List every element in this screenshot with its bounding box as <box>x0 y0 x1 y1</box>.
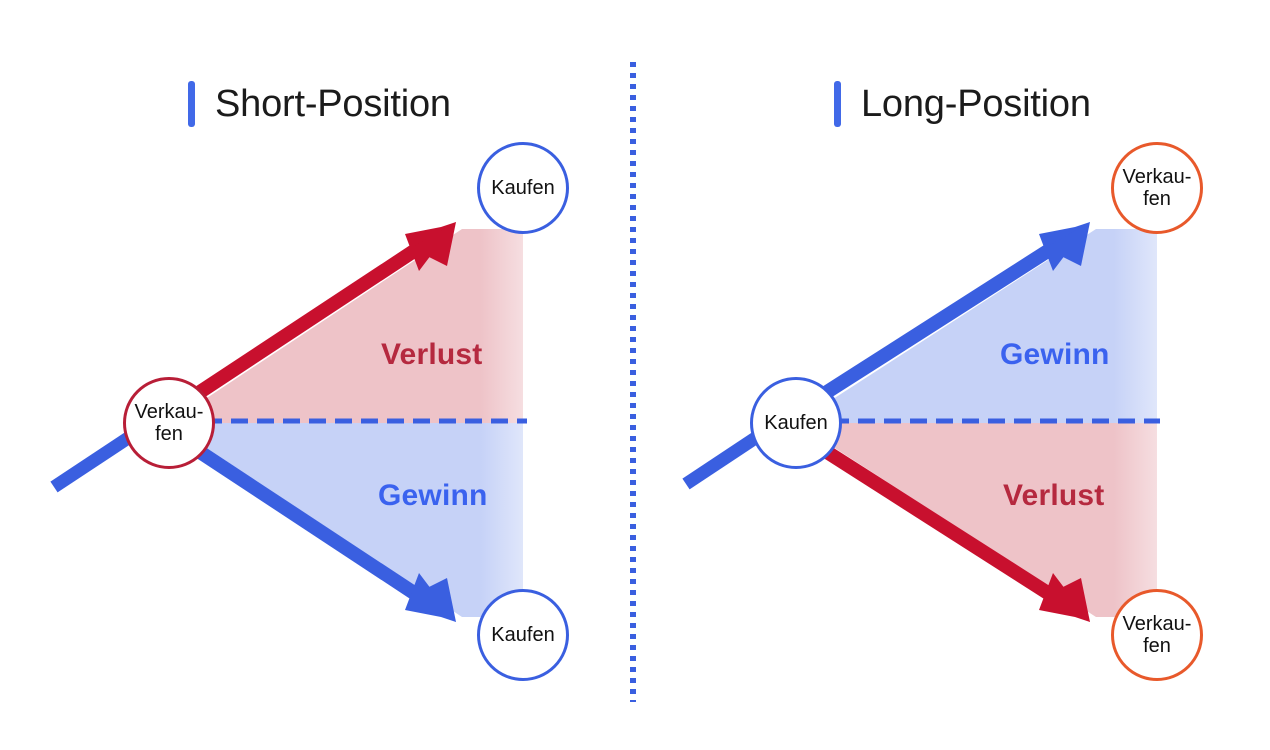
short-position-title-text: Short-Position <box>215 83 451 125</box>
long-lower-node-sell[interactable]: Verkau- fen <box>1111 589 1203 681</box>
long-loss-arrow <box>823 446 1090 622</box>
short-loss-arrow <box>196 222 456 398</box>
long-position-title-text: Long-Position <box>861 83 1091 125</box>
short-gain-arrow <box>196 446 456 622</box>
long-entry-node-label: Kaufen <box>764 411 828 434</box>
long-lower-node-label: Verkau- fen <box>1122 612 1192 657</box>
short-entry-node-label: Verkau- fen <box>134 400 204 445</box>
long-position-title: Long-Position <box>834 76 1091 132</box>
short-upper-node-buy[interactable]: Kaufen <box>477 142 569 234</box>
short-gain-region <box>169 423 523 617</box>
title-accent-bar <box>188 81 195 127</box>
short-position-title: Short-Position <box>188 76 451 132</box>
long-upper-node-sell[interactable]: Verkau- fen <box>1111 142 1203 234</box>
long-entry-node-buy[interactable]: Kaufen <box>750 377 842 469</box>
title-accent-bar <box>834 81 841 127</box>
short-position-graphic <box>50 222 527 622</box>
short-entry-node-sell[interactable]: Verkau- fen <box>123 377 215 469</box>
long-gain-region <box>796 229 1157 423</box>
short-upper-region-label: Verlust <box>381 338 483 371</box>
short-lower-node-label: Kaufen <box>491 623 555 646</box>
short-lower-node-buy[interactable]: Kaufen <box>477 589 569 681</box>
short-loss-region <box>169 229 523 423</box>
long-lower-region-label: Verlust <box>1003 479 1105 512</box>
short-lower-region-label: Gewinn <box>378 479 488 512</box>
long-upper-node-label: Verkau- fen <box>1122 165 1192 210</box>
long-loss-region <box>796 423 1157 617</box>
long-upper-region-label: Gewinn <box>1000 338 1110 371</box>
short-upper-node-label: Kaufen <box>491 176 555 199</box>
long-position-graphic <box>682 222 1160 622</box>
vertical-dotted-divider <box>630 62 636 702</box>
long-gain-arrow <box>823 222 1090 398</box>
